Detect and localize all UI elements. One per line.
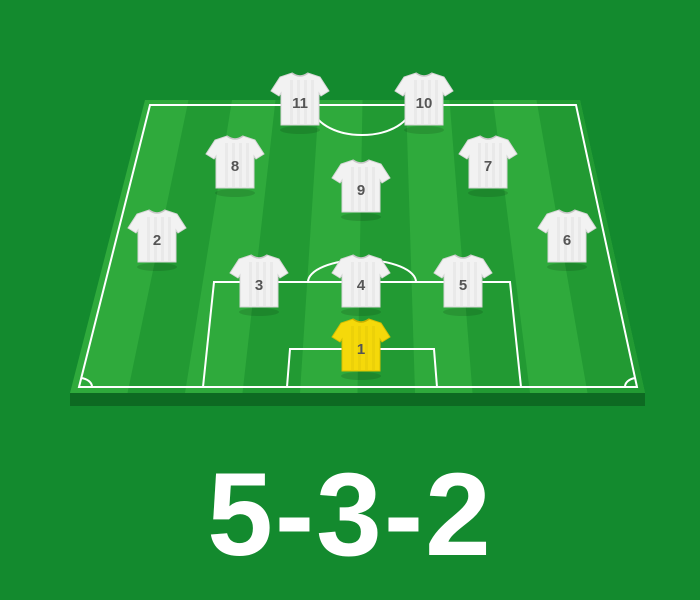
shirt-collar <box>291 72 309 77</box>
player-shirt: 4 <box>331 254 391 316</box>
shirt-stripe <box>351 326 354 370</box>
shirt-number: 5 <box>459 277 467 294</box>
shirt-collar <box>454 254 472 259</box>
shirt-number: 11 <box>292 95 308 112</box>
shirt-shadow <box>215 189 255 197</box>
shirt-shadow <box>137 263 177 271</box>
shirt-stripe <box>311 80 314 124</box>
shirt-stripe <box>351 262 354 306</box>
shirt-number: 1 <box>357 341 365 358</box>
shirt-stripe <box>239 143 242 187</box>
players-layer: 1 2 3 4 5 6 7 8 9 10 11 <box>127 72 597 380</box>
pitch-stripe <box>536 100 645 393</box>
shirt-shadow <box>341 308 381 316</box>
shirt-shadow <box>404 126 444 134</box>
shirt-collar <box>479 135 497 140</box>
shirt-shadow <box>341 213 381 221</box>
shirt-stripe <box>372 167 375 211</box>
shirt-stripe <box>467 262 470 306</box>
shirt-stripe <box>557 217 560 261</box>
player-shirt: 2 <box>127 209 187 271</box>
shirt-number: 7 <box>484 158 492 175</box>
corner-arc-right <box>624 377 636 388</box>
shirt-stripe <box>246 143 249 187</box>
shirt-shadow <box>239 308 279 316</box>
shirt-stripe <box>270 262 273 306</box>
shirt-collar <box>352 159 370 164</box>
shirt-collar <box>415 72 433 77</box>
shirt-stripe <box>147 217 150 261</box>
shirt-number: 6 <box>563 232 571 249</box>
shirt-number: 9 <box>357 182 365 199</box>
shirt-stripe <box>571 217 574 261</box>
player-shirt: 3 <box>229 254 289 316</box>
shirt-collar <box>250 254 268 259</box>
player-shirt: 8 <box>205 135 265 197</box>
shirt-collar <box>226 135 244 140</box>
pitch-stripe <box>127 100 232 393</box>
shirt-shadow <box>280 126 320 134</box>
goalkeeper-shirt: 1 <box>331 318 391 380</box>
pitch-stripe <box>242 100 319 393</box>
shirt-stripe <box>161 217 164 261</box>
player-shirt: 5 <box>433 254 493 316</box>
shirt-stripe <box>499 143 502 187</box>
shirt-stripe <box>372 262 375 306</box>
shirt-stripe <box>168 217 171 261</box>
player-shirt: 6 <box>537 209 597 271</box>
shirt-stripe <box>372 326 375 370</box>
shirt-shadow <box>468 189 508 197</box>
shirt-shadow <box>341 372 381 380</box>
player-shirt: 9 <box>331 159 391 221</box>
shirt-collar <box>352 318 370 323</box>
shirt-number: 2 <box>153 232 161 249</box>
shirt-stripe <box>249 262 252 306</box>
shirt-collar <box>148 209 166 214</box>
shirt-stripe <box>453 262 456 306</box>
shirt-number: 3 <box>255 277 263 294</box>
player-shirt: 10 <box>394 72 454 134</box>
shirt-stripe <box>263 262 266 306</box>
player-shirt: 7 <box>458 135 518 197</box>
shirt-stripe <box>435 80 438 124</box>
shirt-stripe <box>365 326 368 370</box>
shirt-collar <box>352 254 370 259</box>
pitch-edge <box>70 393 645 406</box>
shirt-number: 10 <box>416 95 433 112</box>
shirt-stripe <box>578 217 581 261</box>
shirt-shadow <box>547 263 587 271</box>
shirt-stripe <box>351 167 354 211</box>
shirt-stripe <box>225 143 228 187</box>
shirt-stripe <box>365 167 368 211</box>
shirt-number: 4 <box>357 277 366 294</box>
player-shirt: 11 <box>270 72 330 134</box>
shirt-shadow <box>443 308 483 316</box>
formation-label: 5-3-2 <box>207 449 493 581</box>
shirt-stripe <box>478 143 481 187</box>
shirt-number: 8 <box>231 158 239 175</box>
shirt-stripe <box>474 262 477 306</box>
corner-arc-left <box>80 377 94 388</box>
shirt-collar <box>558 209 576 214</box>
shirt-stripe <box>365 262 368 306</box>
shirt-stripe <box>492 143 495 187</box>
